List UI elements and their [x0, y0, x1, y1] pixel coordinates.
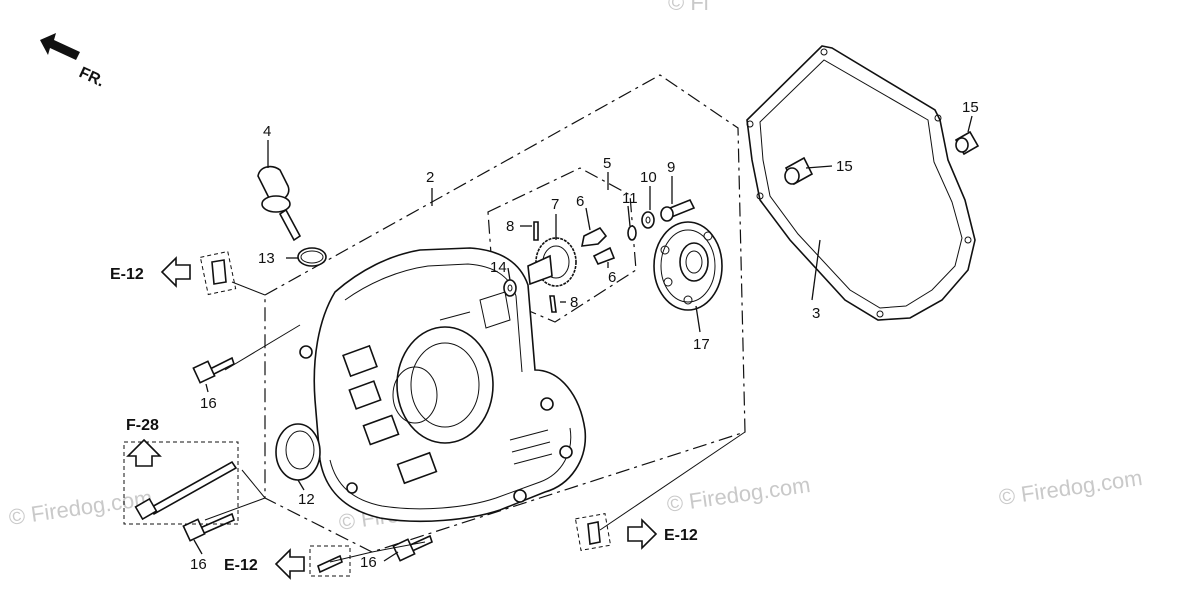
e12-bottom-ref: E-12 [224, 557, 258, 574]
callout-12: 12 [298, 491, 315, 508]
small-bolt-right-e12 [574, 513, 612, 551]
pin-8-upper [533, 221, 539, 241]
callout-16-lower-left: 16 [190, 556, 207, 573]
crankcase-cover [299, 247, 587, 523]
callout-2: 2 [426, 169, 434, 186]
governor-gear [527, 237, 577, 287]
long-bolt [123, 441, 239, 525]
washer-14 [503, 279, 517, 297]
oil-seal [275, 423, 321, 481]
callout-6-lower: 6 [608, 269, 616, 286]
callout-5: 5 [603, 155, 611, 172]
pin-8-lower [549, 295, 557, 313]
e12-bottom-arrow-icon [274, 548, 305, 580]
f28-ref: F-28 [126, 417, 159, 434]
o-ring-13 [297, 247, 327, 267]
oil-filler-cap [257, 165, 302, 242]
gasket [746, 45, 976, 321]
bolt-9 [660, 198, 696, 222]
callout-6-upper: 6 [576, 193, 584, 210]
gear-subassembly-outline [487, 167, 637, 323]
clip-6-lower [592, 246, 616, 266]
callout-15-upper: 15 [962, 99, 979, 116]
watermark-left: © Firedog.com [7, 485, 154, 530]
callout-10: 10 [640, 169, 657, 186]
front-direction-arrow-icon [40, 33, 80, 60]
ball-bearing [653, 221, 723, 311]
dowel-pin-upper [954, 130, 980, 156]
flange-bolt-16-lower-right [392, 534, 433, 562]
f28-up-arrow-icon [126, 438, 162, 467]
callout-13: 13 [258, 250, 275, 267]
callout-11: 11 [622, 190, 638, 207]
callout-4: 4 [263, 123, 271, 140]
callout-16-upper: 16 [200, 395, 217, 412]
front-label: FR. [76, 64, 107, 90]
watermark-top: © Fi [668, 0, 709, 15]
flange-bolt-16-lower-left [182, 512, 235, 542]
e12-right-arrow-icon [627, 518, 658, 550]
watermark-right: © Firedog.com [997, 465, 1144, 510]
leader-lines [193, 115, 973, 563]
callout-8-upper: 8 [506, 218, 514, 235]
callout-17: 17 [693, 336, 710, 353]
e12-right-ref: E-12 [664, 527, 698, 544]
snap-ring-11 [627, 225, 637, 241]
callout-7: 7 [551, 196, 559, 213]
callout-14: 14 [490, 259, 507, 276]
e12-left-ref: E-12 [110, 266, 144, 283]
dowel-pin-lower [784, 156, 814, 186]
small-bolt-left-e12 [199, 250, 237, 296]
callout-16-lower-right: 16 [360, 554, 377, 571]
small-bolt-bottom-e12 [309, 545, 351, 577]
callout-9: 9 [667, 159, 675, 176]
washer-10 [641, 211, 655, 229]
callout-3: 3 [812, 305, 820, 322]
callout-8-lower: 8 [570, 294, 578, 311]
watermark-center: © Firedog.com [665, 472, 812, 517]
callout-15-lower: 15 [836, 158, 853, 175]
e12-left-arrow-icon [160, 256, 191, 288]
flange-bolt-16-upper [192, 356, 235, 384]
clip-6-upper [580, 226, 608, 247]
